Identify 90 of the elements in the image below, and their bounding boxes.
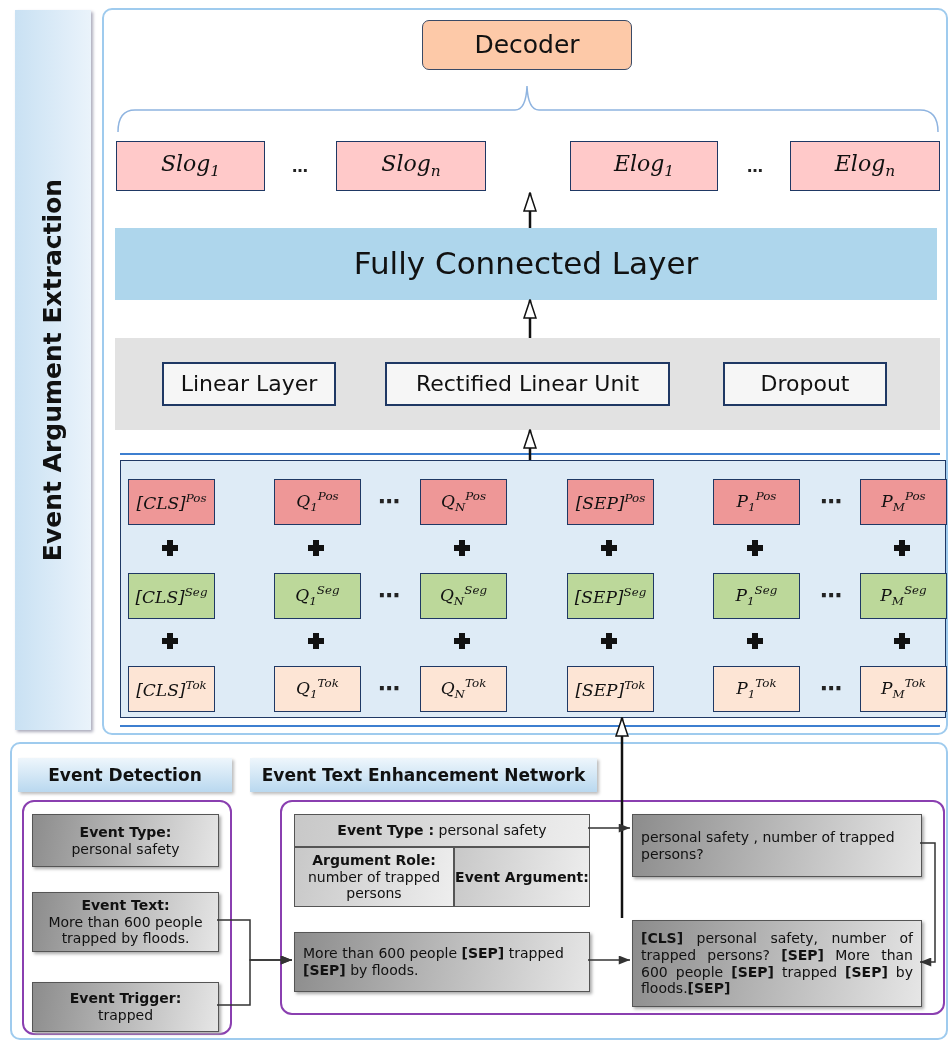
layer-band	[115, 228, 937, 300]
box-text: personal safety	[71, 840, 180, 858]
table-cell	[294, 847, 454, 907]
decoder-box	[422, 20, 632, 70]
logit-box	[790, 141, 940, 191]
embedding-box	[128, 666, 215, 712]
text-box	[32, 892, 219, 952]
embedding-box	[274, 666, 361, 712]
embedding-box	[567, 479, 654, 525]
ellipsis: ⋯	[820, 675, 842, 701]
box-text: [CLS] personal safety, number of trapped persons? [SEP] More than 600 people [SEP] trapped [SEP] by floods.[SEP]	[641, 929, 913, 998]
embedding-box	[420, 479, 507, 525]
ellipsis: ⋯	[820, 488, 842, 514]
box-text: Elog$_{n}$	[834, 151, 896, 181]
box-text: Event Text:	[81, 896, 170, 914]
box-text: [CLS]$^{Pos}$	[136, 490, 207, 513]
box-text: Elog$_{1}$	[613, 151, 675, 181]
section-header	[250, 758, 597, 792]
arrow	[523, 429, 537, 460]
layer-box	[162, 362, 336, 406]
embedding-box	[420, 666, 507, 712]
embedding-box	[128, 573, 215, 619]
logit-box	[570, 141, 718, 191]
table-cell	[454, 847, 590, 907]
embedding-box	[860, 479, 947, 525]
box-text: [SEP]$^{Pos}$	[575, 490, 646, 513]
box-text: Decoder	[474, 30, 580, 60]
embedding-panel	[120, 460, 946, 718]
box-text: Event Type : personal safety	[337, 822, 547, 839]
box-text: [CLS]$^{Tok}$	[136, 677, 207, 700]
box-text: [SEP]$^{Tok}$	[575, 677, 646, 700]
ellipsis: ⋯	[820, 582, 842, 608]
box-text: Fully Connected Layer	[353, 245, 699, 283]
logit-box	[116, 141, 265, 191]
box-text: Event Type:	[79, 823, 172, 841]
text-box	[632, 920, 922, 1007]
box-text: trapped	[97, 1007, 154, 1024]
box-text: Linear Layer	[180, 370, 318, 398]
arrow	[615, 717, 629, 918]
section-header	[18, 758, 232, 792]
ellipsis: …	[292, 156, 308, 176]
box-text: [SEP]$^{Seg}$	[574, 584, 647, 607]
embedding-box	[567, 666, 654, 712]
text-box	[32, 814, 219, 867]
embedding-box	[713, 666, 800, 712]
arrow	[587, 823, 631, 833]
box-text: More than 600 people trapped by floods.	[47, 913, 204, 948]
embedding-box	[860, 573, 947, 619]
embedding-box	[860, 666, 947, 712]
box-text: Event Detection	[48, 764, 202, 786]
box-text: Event Argument:	[455, 868, 589, 886]
vertical-title: Event Argument Extraction	[38, 178, 68, 562]
arrow	[523, 192, 537, 228]
box-text: number of trapped persons	[306, 868, 442, 903]
box-text: personal safety , number of trapped persons?	[641, 828, 896, 863]
arrow	[523, 299, 537, 338]
arrow	[587, 955, 631, 965]
ellipsis: ⋯	[378, 488, 400, 514]
arrow	[919, 842, 936, 967]
layer-box	[723, 362, 887, 406]
text-box	[32, 982, 219, 1032]
box-text: Slog$_{n}$	[381, 151, 441, 181]
ellipsis: ⋯	[378, 582, 400, 608]
ellipsis: …	[747, 156, 763, 176]
text-box	[632, 814, 922, 877]
box-text: Event Trigger:	[69, 990, 182, 1007]
box-text: Slog$_{1}$	[160, 151, 221, 181]
embedding-box	[713, 573, 800, 619]
group-frame	[280, 800, 945, 1015]
table-cell	[294, 814, 590, 847]
embedding-box	[128, 479, 215, 525]
embedding-box	[567, 573, 654, 619]
layer-box	[385, 362, 670, 406]
box-text: Rectified Linear Unit	[415, 370, 640, 398]
layer-group-band	[115, 338, 940, 430]
box-text: Event Text Enhancement Network	[261, 764, 586, 786]
logit-box	[336, 141, 486, 191]
embedding-box	[274, 573, 361, 619]
box-text: Argument Role:	[312, 851, 436, 869]
side-band	[15, 10, 91, 730]
box-text: More than 600 people [SEP] trapped [SEP] by floods.	[303, 945, 565, 979]
embedding-box	[713, 479, 800, 525]
box-text: [CLS]$^{Seg}$	[135, 584, 208, 607]
embedding-box	[420, 573, 507, 619]
embedding-box	[274, 479, 361, 525]
box-text: Dropout	[760, 370, 850, 398]
arrow	[216, 955, 293, 1006]
ellipsis: ⋯	[378, 675, 400, 701]
text-box	[294, 932, 590, 992]
group-frame	[22, 800, 232, 1035]
